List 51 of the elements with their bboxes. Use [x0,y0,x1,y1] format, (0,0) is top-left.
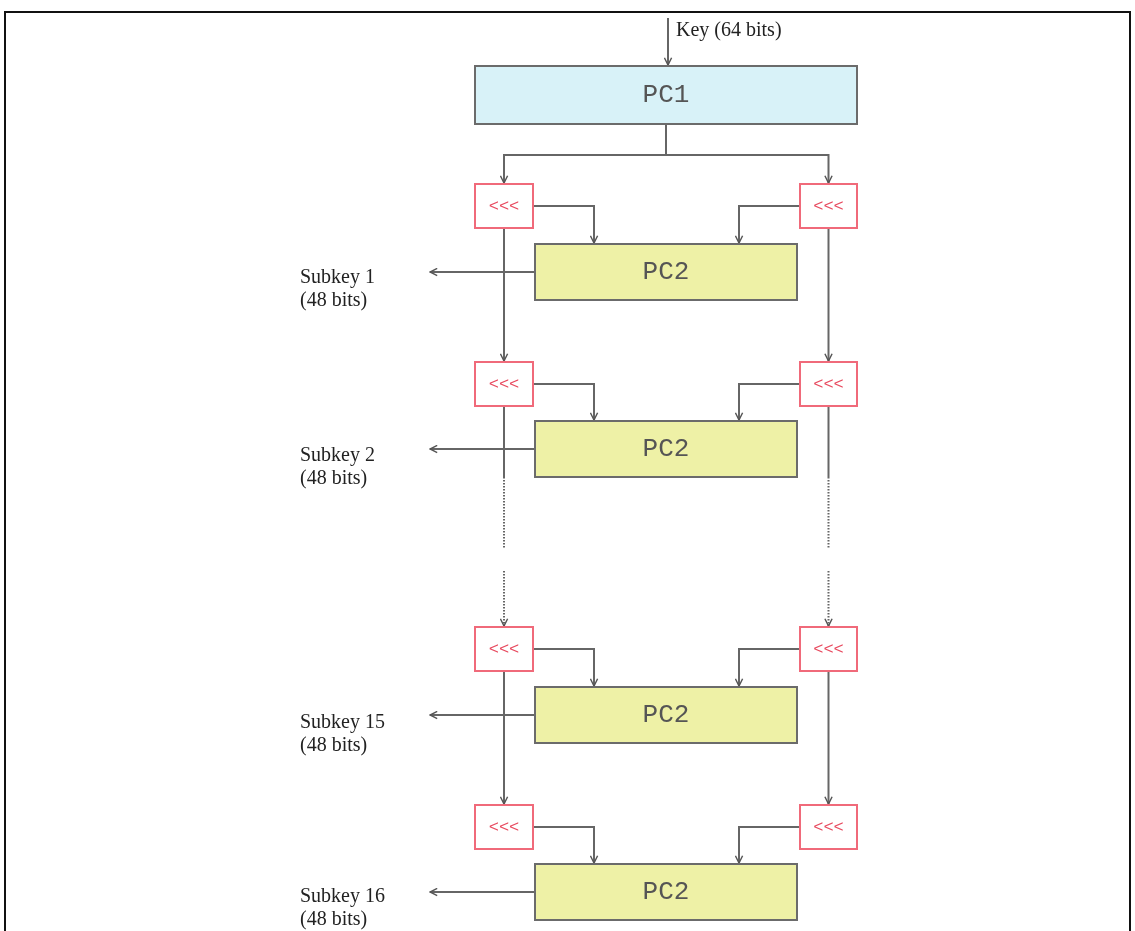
rotate-box [799,804,858,850]
box-label: PC2 [642,700,690,730]
permutation-box [534,243,798,301]
arrow [499,228,509,362]
box-label: <<< [488,817,520,837]
rotate-box [799,361,858,407]
box-label: <<< [813,196,844,216]
box-label: PC2 [642,434,690,464]
arrow [824,228,833,362]
output-label: Subkey 16 (48 bits) [300,884,386,930]
permutation-box [474,65,858,125]
output-label: Subkey 1 (48 bits) [300,265,376,311]
box-label: <<< [813,374,844,394]
permutation-box [534,686,798,744]
arrow [429,267,535,277]
arrow [533,826,599,864]
arrow [533,205,599,244]
output-label: Subkey 2 (48 bits) [300,443,376,489]
input-label: Key (64 bits) [676,17,782,41]
arrow [824,406,833,627]
permutation-box [534,420,798,478]
arrow [429,710,535,720]
permutation-box [534,863,798,921]
arrow [734,648,800,687]
arrow [499,671,509,805]
arrow [533,383,599,421]
arrow [429,444,535,454]
box-label: PC2 [642,877,690,907]
rotate-box [474,804,534,850]
arrow [429,887,535,897]
rotate-box [474,183,534,229]
output-label: Subkey 15 (48 bits) [300,710,386,756]
box-label: <<< [488,196,520,216]
arrow [533,648,599,687]
box-label: <<< [813,639,844,659]
box-label: PC1 [642,80,690,110]
arrow [499,406,509,627]
box-label: <<< [488,374,520,394]
arrow [734,826,800,864]
rotate-box [799,183,858,229]
arrow [824,671,833,805]
arrow [734,383,800,421]
box-label: <<< [488,639,520,659]
rotate-box [474,361,534,407]
rotate-box [799,626,858,672]
box-label: <<< [813,817,844,837]
arrow [734,205,800,244]
arrow [663,17,673,66]
box-label: PC2 [642,257,690,287]
arrow [665,124,833,184]
rotate-box [474,626,534,672]
